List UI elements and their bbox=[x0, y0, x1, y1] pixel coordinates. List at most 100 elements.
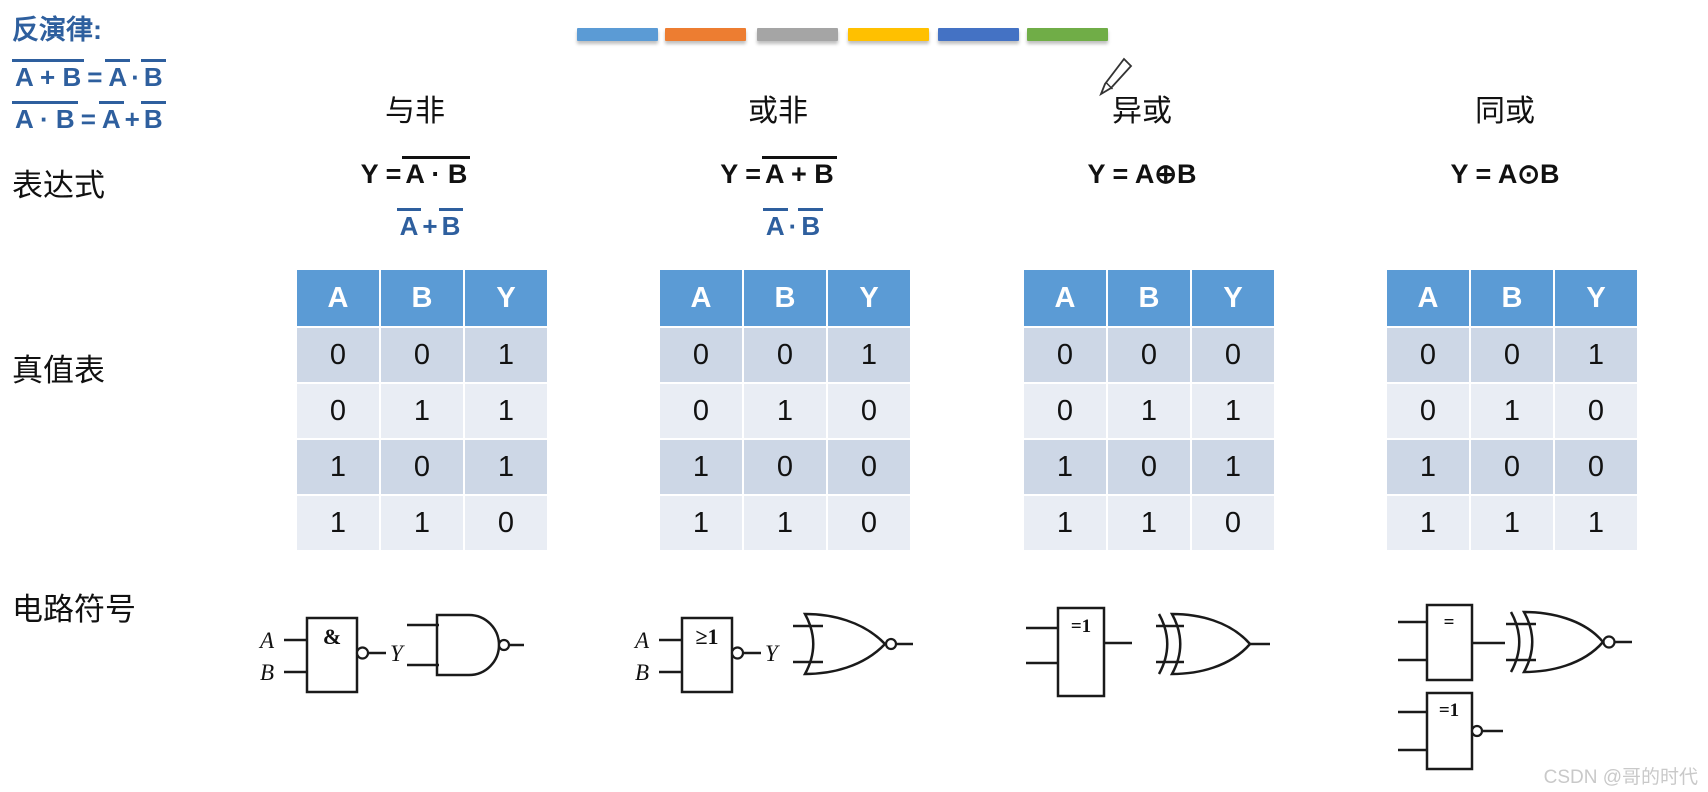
gate-header-xor: 异或 bbox=[1112, 95, 1172, 128]
row-label-expression: 表达式 bbox=[12, 168, 105, 203]
truth-table-cell: 1 bbox=[1190, 438, 1276, 496]
svg-text:=: = bbox=[1444, 612, 1455, 633]
truth-table-cell: 0 bbox=[826, 438, 912, 496]
overline-term: A + B bbox=[762, 156, 837, 190]
truth-table-header-cell: A bbox=[295, 268, 381, 328]
svg-text:Y: Y bbox=[390, 641, 405, 666]
truth-table-cell: 1 bbox=[742, 382, 828, 440]
truth-table-cell: 1 bbox=[379, 382, 465, 440]
truth-table-header-cell: B bbox=[1106, 268, 1192, 328]
row-label-circuit: 电路符号 bbox=[12, 592, 136, 627]
truth-table-cell: 0 bbox=[1190, 494, 1276, 552]
expression-nor: Y = A + B bbox=[658, 156, 898, 190]
alt-expression-nand: A+B bbox=[310, 208, 550, 242]
truth-table-cell: 1 bbox=[1190, 382, 1276, 440]
truth-table-cell: 0 bbox=[379, 438, 465, 496]
truth-table-cell: 0 bbox=[742, 438, 828, 496]
truth-table-header-cell: Y bbox=[463, 268, 549, 328]
truth-table-header-cell: B bbox=[742, 268, 828, 328]
nor-distinctive-gate-symbol bbox=[793, 612, 913, 676]
gate-header-xnor: 同或 bbox=[1475, 95, 1535, 128]
truth-table-cell: 1 bbox=[463, 326, 549, 384]
truth-table-cell: 0 bbox=[1469, 326, 1555, 384]
truth-table-cell: 0 bbox=[1106, 326, 1192, 384]
expression-xnor: Y = A⊙B bbox=[1450, 159, 1560, 189]
watermark: CSDN @哥的时代 bbox=[1543, 767, 1698, 788]
truth-table-cell: 0 bbox=[658, 326, 744, 384]
truth-table-cell: 0 bbox=[1385, 326, 1471, 384]
truth-table-cell: 0 bbox=[1022, 382, 1108, 440]
truth-table-cell: 1 bbox=[742, 494, 828, 552]
truth-table-header-cell: Y bbox=[1190, 268, 1276, 328]
expression-nand: Y = A · B bbox=[295, 156, 535, 190]
truth-table-cell: 1 bbox=[1385, 494, 1471, 552]
truth-table-cell: 0 bbox=[742, 326, 828, 384]
nand-distinctive-gate-symbol bbox=[407, 613, 524, 677]
gate-header-nor: 或非 bbox=[748, 95, 808, 128]
gate-header-nand: 与非 bbox=[385, 95, 445, 128]
truth-table-cell: 1 bbox=[1106, 494, 1192, 552]
truth-table-cell: 0 bbox=[658, 382, 744, 440]
truth-table-cell: 0 bbox=[1553, 438, 1639, 496]
truth-table-header-cell: B bbox=[1469, 268, 1555, 328]
truth-table-cell: 0 bbox=[826, 382, 912, 440]
truth-table-cell: 1 bbox=[1022, 494, 1108, 552]
truth-table-header-cell: A bbox=[1022, 268, 1108, 328]
color-bar-gray bbox=[757, 28, 838, 41]
truth-table-cell: 0 bbox=[295, 382, 381, 440]
xor-iec-gate-symbol: =1 bbox=[1026, 606, 1132, 698]
truth-table-cell: 1 bbox=[295, 494, 381, 552]
expression-xor: Y = A⊕B bbox=[1087, 159, 1197, 189]
truth-table-header-cell: Y bbox=[826, 268, 912, 328]
demorgan-law-1: A + B = A·B bbox=[12, 59, 166, 93]
svg-text:A: A bbox=[258, 628, 275, 653]
truth-table-cell: 1 bbox=[1469, 494, 1555, 552]
svg-text:A: A bbox=[633, 628, 650, 653]
demorgan-law-2: A · B = A+B bbox=[12, 101, 166, 135]
truth-table-cell: 0 bbox=[463, 494, 549, 552]
truth-table-header-cell: Y bbox=[1553, 268, 1639, 328]
demorgan-block: 反演律: A + B = A·B A · B = A+B bbox=[12, 8, 166, 135]
truth-table-cell: 1 bbox=[1106, 382, 1192, 440]
truth-table-header-cell: B bbox=[379, 268, 465, 328]
truth-table-cell: 0 bbox=[1469, 438, 1555, 496]
truth-table-cell: 1 bbox=[463, 438, 549, 496]
truth-table-cell: 1 bbox=[1022, 438, 1108, 496]
truth-table-cell: 1 bbox=[1553, 326, 1639, 384]
demorgan-title: 反演律: bbox=[12, 15, 102, 45]
truth-table-cell: 1 bbox=[658, 494, 744, 552]
color-bar-green bbox=[1027, 28, 1108, 41]
truth-table-cell: 0 bbox=[1385, 382, 1471, 440]
truth-table-cell: 1 bbox=[826, 326, 912, 384]
color-bar-dark-blue bbox=[938, 28, 1019, 41]
truth-table-cell: 0 bbox=[295, 326, 381, 384]
pencil-cursor-icon bbox=[1099, 57, 1133, 97]
overline-term: A + B bbox=[12, 59, 85, 92]
overline-term: A · B bbox=[12, 101, 78, 134]
svg-text:=1: =1 bbox=[1071, 616, 1091, 637]
xnor-distinctive-gate-symbol bbox=[1506, 610, 1632, 674]
xor-distinctive-gate-symbol bbox=[1156, 612, 1270, 676]
truth-table-header-cell: A bbox=[658, 268, 744, 328]
alt-expression-nor: A·B bbox=[673, 208, 913, 242]
truth-table-cell: 1 bbox=[295, 438, 381, 496]
svg-text:B: B bbox=[635, 660, 649, 685]
nand-iec-gate-symbol: A B & Y bbox=[258, 616, 405, 694]
xnor-iec-gate-symbol: = bbox=[1398, 603, 1505, 682]
color-bar-blue bbox=[577, 28, 658, 41]
truth-table-cell: 1 bbox=[463, 382, 549, 440]
truth-table-cell: 1 bbox=[1553, 494, 1639, 552]
truth-table-cell: 0 bbox=[379, 326, 465, 384]
truth-table-cell: 1 bbox=[1385, 438, 1471, 496]
nor-iec-gate-symbol: A B ≥1 Y bbox=[633, 616, 780, 694]
svg-text:≥1: ≥1 bbox=[695, 624, 718, 649]
truth-table-header-cell: A bbox=[1385, 268, 1471, 328]
truth-table-cell: 0 bbox=[1190, 326, 1276, 384]
truth-table-cell: 1 bbox=[1469, 382, 1555, 440]
truth-table-cell: 1 bbox=[379, 494, 465, 552]
overline-term: A · B bbox=[402, 156, 471, 190]
